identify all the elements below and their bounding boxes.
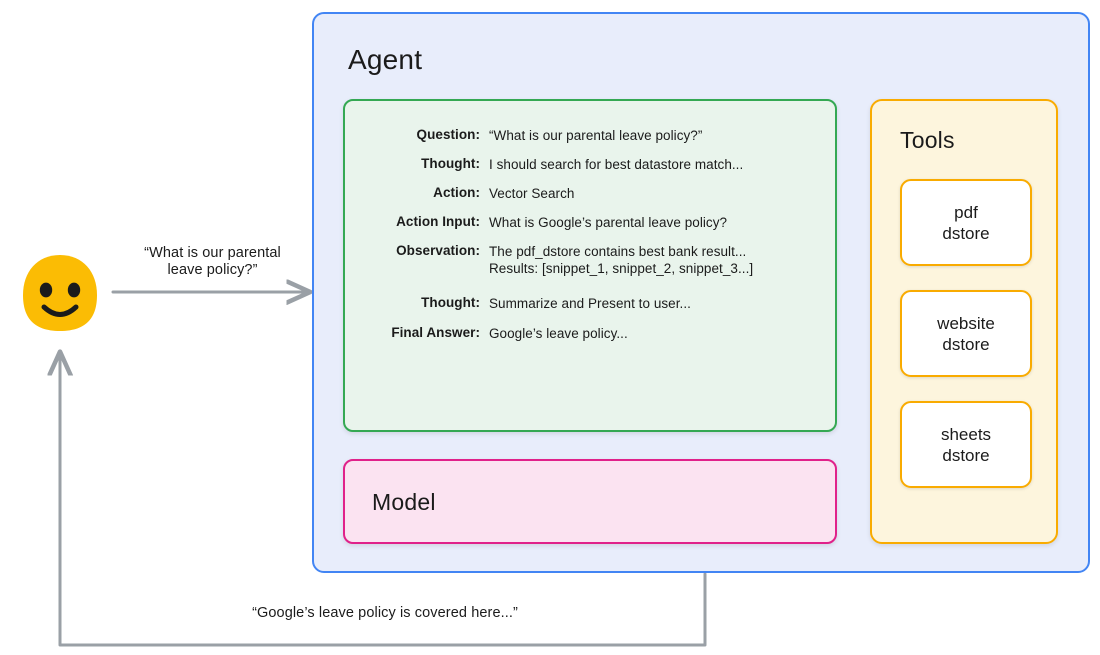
trace-value-action: Vector Search: [489, 186, 575, 201]
tool-card-sheets-dstore-line-2: dstore: [942, 445, 990, 465]
user-avatar-smiley-icon: [23, 255, 97, 331]
trace-value-observation-line-2: Results: [snippet_1, snippet_2, snippet_…: [489, 261, 754, 276]
tool-card-website-dstore-line-1: website: [937, 313, 995, 333]
trace-row-action: Action: Vector Search: [345, 185, 835, 202]
trace-value-thought-1: I should search for best datastore match…: [489, 157, 744, 172]
trace-row-observation: Observation: The pdf_dstore contains bes…: [345, 243, 835, 277]
tool-card-list: pdf dstore website dstore sheets dstore: [900, 179, 1032, 512]
trace-label-question: Question:: [416, 127, 480, 142]
model-panel: Model: [343, 459, 837, 544]
agent-answer-label: “Google’s leave policy is covered here..…: [252, 605, 518, 621]
tool-card-website-dstore-line-2: dstore: [942, 334, 990, 354]
trace-row-thought-2: Thought: Summarize and Present to user..…: [345, 295, 835, 312]
trace-value-final-answer: Google’s leave policy...: [489, 326, 628, 341]
reasoning-trace-panel: Question: “What is our parental leave po…: [343, 99, 837, 432]
trace-row-final-answer: Final Answer: Google’s leave policy...: [345, 325, 835, 342]
model-title: Model: [372, 489, 436, 515]
reasoning-trace-list: Question: “What is our parental leave po…: [345, 127, 835, 354]
trace-label-thought-1: Thought:: [421, 156, 480, 171]
tools-title: Tools: [900, 127, 955, 153]
trace-label-final-answer: Final Answer:: [391, 325, 480, 340]
trace-label-action-input: Action Input:: [396, 214, 480, 229]
trace-row-action-input: Action Input: What is Google’s parental …: [345, 214, 835, 231]
tool-card-pdf-dstore-line-2: dstore: [942, 223, 990, 243]
user-query-line-1: “What is our parental: [144, 245, 281, 261]
trace-row-thought-1: Thought: I should search for best datast…: [345, 156, 835, 173]
trace-value-thought-2: Summarize and Present to user...: [489, 296, 691, 311]
tool-card-website-dstore[interactable]: website dstore: [900, 290, 1032, 377]
trace-label-thought-2: Thought:: [421, 295, 480, 310]
trace-value-observation: The pdf_dstore contains best bank result…: [480, 243, 835, 277]
trace-row-question: Question: “What is our parental leave po…: [345, 127, 835, 144]
agent-title: Agent: [348, 44, 423, 75]
tool-card-sheets-dstore[interactable]: sheets dstore: [900, 401, 1032, 488]
trace-value-action-input: What is Google’s parental leave policy?: [489, 215, 728, 230]
tool-card-pdf-dstore-line-1: pdf: [954, 202, 978, 222]
trace-value-observation-line-1: The pdf_dstore contains best bank result…: [489, 244, 747, 259]
tool-card-pdf-dstore[interactable]: pdf dstore: [900, 179, 1032, 266]
trace-value-question: “What is our parental leave policy?”: [489, 128, 703, 143]
trace-label-action: Action:: [433, 185, 480, 200]
tool-card-sheets-dstore-line-1: sheets: [940, 424, 992, 444]
tools-panel: Tools pdf dstore website dstore sheets d…: [870, 99, 1058, 544]
user-query-line-2: leave policy?”: [167, 262, 258, 278]
user-query-label: “What is our parental leave policy?”: [110, 245, 315, 279]
trace-label-observation: Observation:: [396, 243, 480, 258]
